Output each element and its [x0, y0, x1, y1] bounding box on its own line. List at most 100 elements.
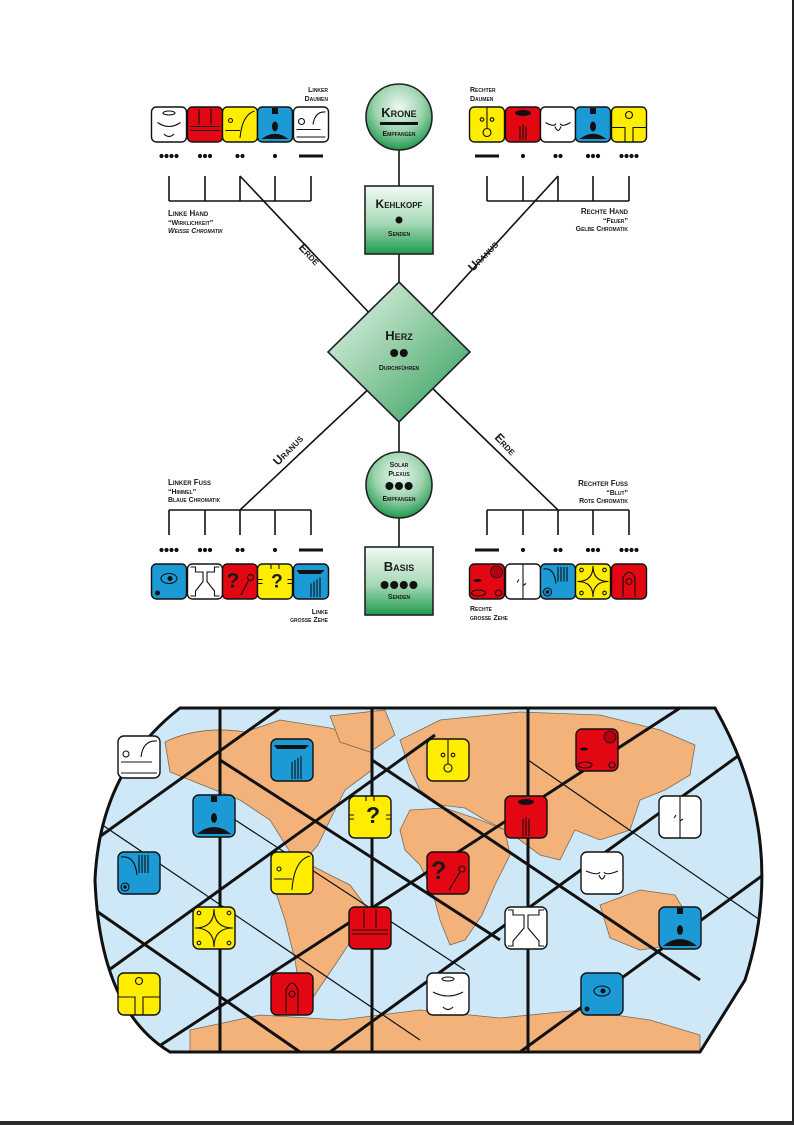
left-toe-label-1: Linke — [312, 609, 329, 616]
left-hand-quote: “Wirklichkeit” — [168, 220, 213, 227]
dot-numeral — [585, 547, 591, 553]
white-worldbridger-glyph — [504, 906, 548, 950]
solar-plexus-title-1: Solar — [390, 462, 409, 469]
white-wizard-glyph — [658, 795, 702, 839]
dot-numeral — [272, 153, 278, 159]
right-hand-glyph-row — [468, 106, 648, 202]
dot — [409, 581, 418, 589]
svg-text:?: ? — [227, 570, 240, 593]
dot — [380, 581, 389, 589]
axis-line-upper-left — [239, 175, 375, 319]
dot-numeral — [207, 153, 213, 159]
yellow-sun-glyph — [426, 738, 470, 782]
left-hand-glyph-row — [150, 106, 330, 202]
left-hand-bracket — [168, 176, 312, 202]
right-hand-group: Rechter Daumen Rechte Hand “Feuer” Gelbe… — [470, 87, 629, 233]
left-foot-quote: “Himmel” — [168, 489, 196, 496]
white-worldbridger-glyph — [186, 563, 224, 600]
dot — [399, 581, 408, 589]
dot-numeral — [240, 153, 245, 159]
left-foot-bracket — [168, 509, 312, 535]
white-wind-glyph — [150, 106, 188, 143]
glyph-rows: ?? — [150, 106, 648, 600]
axis-label-lower-right: Erde — [492, 430, 520, 458]
crown-bar — [380, 122, 418, 125]
blue-night-glyph — [580, 972, 624, 1016]
land-eurasia — [399, 711, 696, 861]
land-greenland — [329, 709, 396, 753]
crown-title: Krone — [381, 105, 416, 120]
yellow-seed-glyph — [117, 972, 161, 1016]
throat-chakra: Kehlkopf Senden — [364, 185, 434, 255]
axis-line-lower-left — [239, 383, 375, 511]
base-title: Basis — [384, 559, 414, 574]
axis-label-upper-right: Uranus — [465, 237, 501, 274]
white-dog-glyph — [539, 106, 577, 143]
white-wizard-glyph — [504, 563, 542, 600]
heart-title: Herz — [385, 328, 413, 343]
dot-numeral — [235, 153, 240, 159]
dot-numeral — [634, 153, 639, 159]
heart-dots — [390, 349, 408, 357]
right-hand-title: Rechte Hand — [581, 207, 629, 216]
dot-numeral — [235, 547, 240, 553]
blue-eagle-glyph — [270, 738, 314, 782]
dot-numeral — [629, 547, 634, 553]
dot-numeral — [634, 547, 639, 553]
base-dots — [380, 581, 418, 589]
dot-numeral — [174, 547, 179, 553]
dot-numeral — [590, 547, 596, 553]
dot-numeral — [520, 153, 526, 159]
dot-numeral — [174, 153, 179, 159]
dot-numeral — [553, 153, 558, 159]
dot — [395, 216, 403, 224]
dot — [399, 349, 408, 357]
left-foot-glyph-row: ?? — [150, 509, 330, 600]
dot-numeral — [619, 153, 624, 159]
red-serpent-glyph — [504, 106, 542, 143]
map-glyphs: ?? — [117, 728, 702, 1016]
right-hand-quote: “Feuer” — [603, 218, 628, 225]
blue-eagle-glyph — [292, 563, 330, 600]
red-moon-glyph — [468, 563, 506, 600]
left-thumb-label-2: Daumen — [305, 96, 329, 103]
right-thumb-label-2: Daumen — [470, 96, 494, 103]
red-skywalker-glyph: ? — [221, 563, 259, 600]
dot-numeral — [169, 547, 174, 553]
base-chakra: Basis Senden — [364, 546, 434, 616]
dot-numeral — [197, 153, 203, 159]
right-hand-bracket — [486, 176, 630, 202]
dot-numeral — [520, 547, 526, 553]
dot-numeral — [164, 547, 169, 553]
yellow-seed-glyph — [610, 106, 648, 143]
page-border-right — [792, 0, 794, 1125]
dot-numeral — [590, 153, 596, 159]
axis-line-lower-right — [427, 383, 559, 511]
yellow-sun-glyph — [468, 106, 506, 143]
axis-label-upper-left: Erde — [296, 240, 324, 268]
white-wind-glyph — [426, 972, 470, 1016]
svg-text:?: ? — [431, 857, 446, 885]
solar-plexus-dots — [385, 482, 413, 490]
blue-storm-glyph — [256, 106, 294, 143]
right-foot-bracket — [486, 509, 630, 535]
left-toe-label-2: große Zehe — [290, 617, 329, 624]
blue-storm-glyph — [192, 794, 236, 838]
dot — [390, 581, 399, 589]
axis-line-upper-right — [427, 175, 559, 319]
right-foot-chromatic: Rote Chromatik — [579, 498, 628, 505]
dot-numeral — [202, 547, 208, 553]
right-foot-group: Rechter Fuß “Blut” Rote Chromatik Rechte… — [470, 479, 628, 622]
yellow-warrior-glyph: ? — [256, 563, 294, 600]
dot — [390, 349, 399, 357]
yellow-star-glyph — [192, 906, 236, 950]
dot-numeral — [595, 153, 601, 159]
yellow-human-glyph — [270, 851, 314, 895]
bar-numeral — [475, 548, 499, 552]
dot-numeral — [164, 153, 169, 159]
dot-numeral — [240, 547, 245, 553]
right-foot-quote: “Blut” — [606, 490, 628, 497]
axis-label-lower-left: Uranus — [270, 431, 306, 468]
white-mirror-glyph — [117, 735, 161, 779]
chakra-hand-foot-diagram: Erde Uranus Uranus Erde Krone Empfangen … — [150, 83, 648, 624]
